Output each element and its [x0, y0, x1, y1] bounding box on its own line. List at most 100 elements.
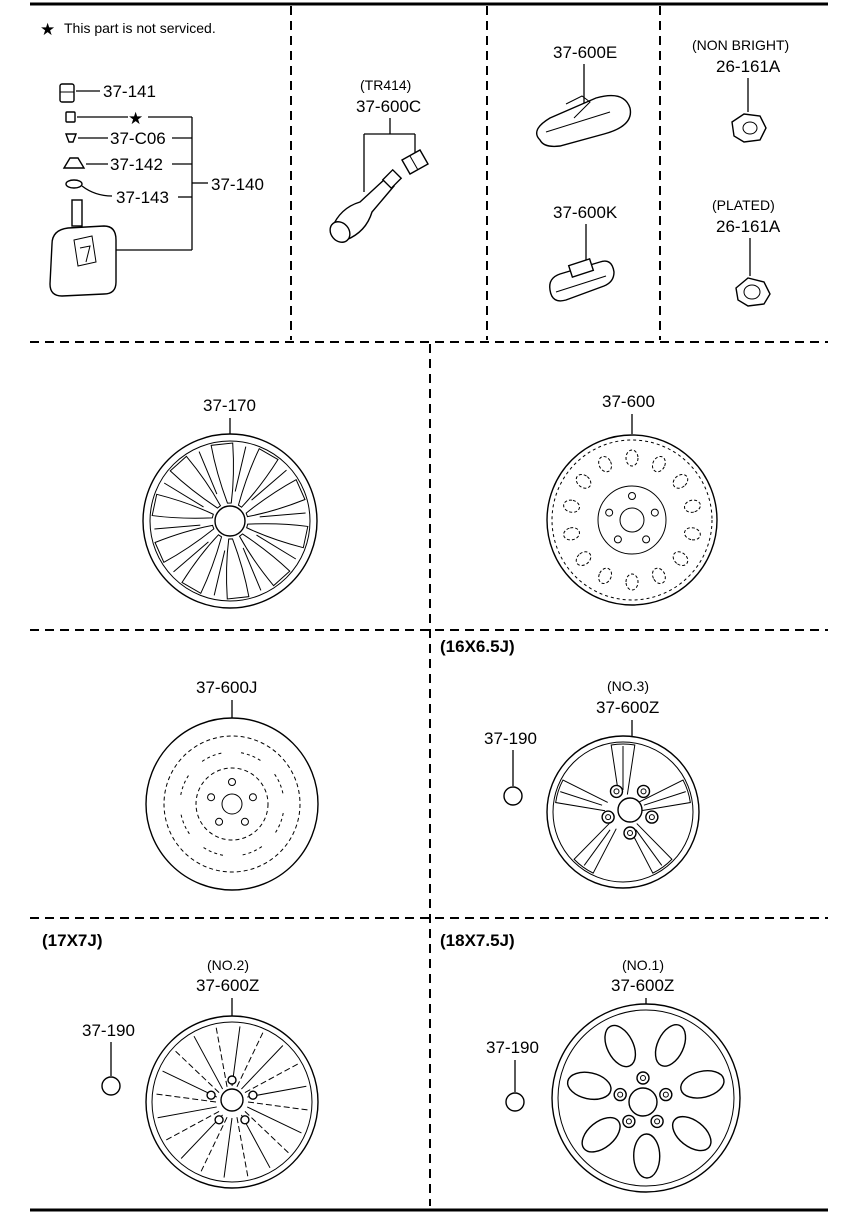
rim-mark [180, 812, 190, 835]
lug-nut [636, 1071, 650, 1085]
valve-cap-part-2 [401, 149, 429, 175]
cover-spoke [154, 524, 215, 564]
alloy-spoke [156, 1093, 217, 1103]
lug-hole [227, 1075, 237, 1085]
star-icon: ★ [40, 20, 55, 39]
vent-hole [563, 527, 580, 541]
alloy-spoke [244, 1063, 299, 1094]
size-16x6-5j: (16X6.5J) [440, 637, 515, 656]
alloy-spoke [573, 823, 617, 874]
alloy-spoke [236, 1117, 249, 1177]
vent-hole [625, 449, 639, 467]
spoke-window [633, 1133, 661, 1179]
lug-center [654, 1118, 661, 1125]
rim-mark [274, 812, 284, 835]
cover-rib [213, 550, 226, 596]
alloy-spoke [555, 779, 608, 812]
spoke-window [581, 1116, 621, 1153]
lug-hole [248, 1090, 258, 1100]
grid-lines [30, 2, 828, 1212]
lug-hole [613, 535, 622, 544]
lug-center [613, 788, 620, 795]
upper-nut-finish: (NON BRIGHT) [692, 37, 789, 53]
lug-hole [642, 535, 651, 544]
grommet-part [62, 157, 86, 169]
alloy-spoke [236, 1032, 264, 1087]
center-cap-18 [505, 1092, 525, 1112]
label-37-143: 37-143 [116, 188, 169, 207]
lug-center [605, 814, 612, 821]
cover-spoke [151, 493, 214, 519]
vent-hole [625, 573, 639, 591]
alloy-spoke [175, 1050, 220, 1093]
alloy-spoke [215, 1027, 228, 1087]
lug-center [627, 830, 633, 836]
cover-rib [242, 547, 262, 591]
lug-center [662, 1091, 669, 1098]
alloy-spoke [629, 823, 673, 874]
rim-mark [274, 773, 284, 796]
spoke-ridge [583, 829, 611, 866]
lug-hole [206, 1090, 216, 1100]
label-26-161a-upper: 26-161A [716, 57, 781, 76]
alloy-spoke [193, 1035, 224, 1090]
label-37-600z-16: 37-600Z [596, 698, 659, 717]
tpms-sensor-part [49, 199, 117, 297]
label-37-190-17: 37-190 [82, 1021, 135, 1040]
lug-nut [645, 810, 659, 824]
valve-panel: (TR414) 37-600C [329, 77, 429, 243]
alloy-spoke [165, 1110, 220, 1141]
lug-hole [214, 1115, 224, 1125]
lug-nut [650, 1114, 664, 1129]
lug-nut [622, 1114, 636, 1129]
label-37-170: 37-170 [203, 396, 256, 415]
label-37-600: 37-600 [602, 392, 655, 411]
lug-nut [609, 784, 624, 799]
cover-rib [154, 524, 201, 530]
spoke-ridge [643, 791, 686, 806]
wheel-number-2: (NO.2) [207, 957, 249, 973]
rim-mark [240, 752, 263, 762]
lug-center [640, 1075, 646, 1081]
lower-nut-finish: (PLATED) [712, 197, 775, 213]
label-37-600c: 37-600C [356, 97, 421, 116]
wheel-cover-part: 37-170 [142, 396, 318, 609]
label-37-600z-17: 37-600Z [196, 976, 259, 995]
cover-spoke [237, 447, 279, 508]
unserviced-part [65, 111, 76, 123]
rim-mark [180, 773, 190, 796]
cover-rib [198, 451, 218, 495]
size-18x7-5j: (18X7.5J) [440, 931, 515, 950]
lug-hole [628, 492, 636, 500]
valve-cap-part [59, 83, 75, 103]
vent-hole [684, 499, 701, 513]
label-37-600z-18: 37-600Z [611, 976, 674, 995]
spoke-ridge [560, 791, 603, 806]
lug-hole [240, 817, 249, 826]
spare-wheel-part: 37-600J [145, 678, 319, 891]
cover-rib [163, 482, 204, 508]
cover-spoke [238, 533, 291, 587]
lug-hole [228, 778, 236, 786]
label-37-140: 37-140 [211, 175, 264, 194]
lug-nut [623, 826, 637, 840]
cover-rib [259, 512, 306, 518]
lug-nut-part-upper [731, 113, 767, 143]
lug-hole [240, 1115, 250, 1125]
sensor-panel: 37-141 ★ 37-C06 37-142 37-143 37 [49, 82, 264, 297]
alloy-wheel-17-part: (17X7J) (NO.2) 37-600Z 37-190 [42, 931, 319, 1189]
star-marker-icon: ★ [128, 109, 143, 128]
cover-rib [256, 534, 297, 560]
rim-mark [201, 846, 224, 856]
vent-hole [684, 527, 701, 541]
cover-spoke [181, 534, 223, 595]
lug-nut [636, 784, 651, 799]
vent-hole [563, 499, 580, 513]
lug-nut [613, 1087, 627, 1102]
spoke-window [566, 1071, 612, 1101]
lug-nut [601, 810, 615, 824]
lug-center [625, 1118, 632, 1125]
label-37-190-18: 37-190 [486, 1038, 539, 1057]
cover-spoke [169, 455, 222, 509]
